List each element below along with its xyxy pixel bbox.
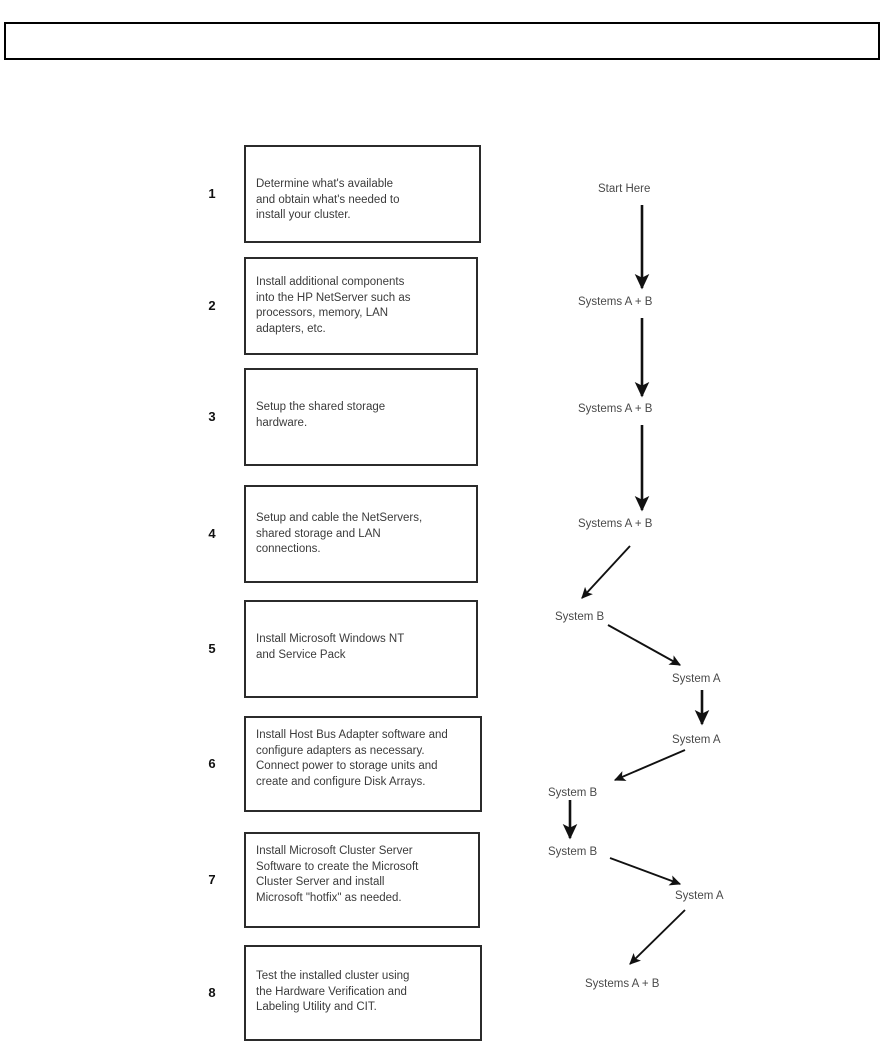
flow-node-label: Systems A + B	[585, 978, 660, 990]
step-number: 3	[208, 409, 216, 424]
flow-node-label: Systems A + B	[578, 518, 653, 530]
flow-node-label: Systems A + B	[578, 296, 653, 308]
flow-node-label: System B	[548, 787, 598, 799]
step-description: Setup and cable the NetServers, shared s…	[256, 512, 423, 555]
step-number: 8	[208, 985, 216, 1000]
flow-node-label: System A	[672, 673, 721, 685]
step-box: Setup and cable the NetServers, shared s…	[244, 485, 478, 583]
flow-arrow	[613, 749, 686, 781]
flow-node-label: System A	[675, 890, 724, 902]
flow-node-label: System B	[548, 846, 598, 858]
step-box: Test the installed cluster using the Har…	[244, 945, 482, 1041]
step-description: Setup the shared storage hardware.	[256, 401, 386, 429]
step-box: Setup the shared storage hardware.	[244, 368, 478, 466]
step-number: 7	[208, 872, 216, 887]
step-number: 5	[208, 641, 216, 656]
flow-arrow	[609, 857, 682, 886]
flow-arrow	[629, 909, 686, 965]
step-box: Install additional components into the H…	[244, 257, 478, 355]
step-box: Determine what's available and obtain wh…	[244, 145, 481, 243]
step-description: Install Microsoft Cluster Server Softwar…	[256, 845, 419, 904]
step-number: 6	[208, 756, 216, 771]
flow-node-label: System B	[555, 611, 605, 623]
step-box: Install Microsoft Cluster Server Softwar…	[244, 832, 480, 928]
installation-steps-column: 1 Determine what's available and obtain w…	[208, 145, 482, 1041]
header-bar	[4, 22, 880, 60]
step-description: Determine what's available and obtain wh…	[256, 178, 400, 221]
flow-node-label: Start Here	[598, 183, 651, 195]
flow-arrow	[581, 545, 631, 599]
flow-node-label: Systems A + B	[578, 403, 653, 415]
flow-node-label: System A	[672, 734, 721, 746]
step-description: Install Microsoft Windows NT and Service…	[256, 633, 405, 661]
flow-arrow	[607, 624, 681, 666]
step-box: Install Host Bus Adapter software and co…	[244, 716, 482, 812]
flow-arrow-layer	[562, 205, 710, 965]
step-number: 4	[208, 526, 216, 541]
step-description: Install additional components into the H…	[256, 276, 411, 335]
step-description: Install Host Bus Adapter software and co…	[256, 729, 448, 788]
step-description: Test the installed cluster using the Har…	[256, 970, 410, 1013]
step-box: Install Microsoft Windows NT and Service…	[244, 600, 478, 698]
step-number: 2	[208, 298, 216, 313]
step-number: 1	[208, 186, 216, 201]
